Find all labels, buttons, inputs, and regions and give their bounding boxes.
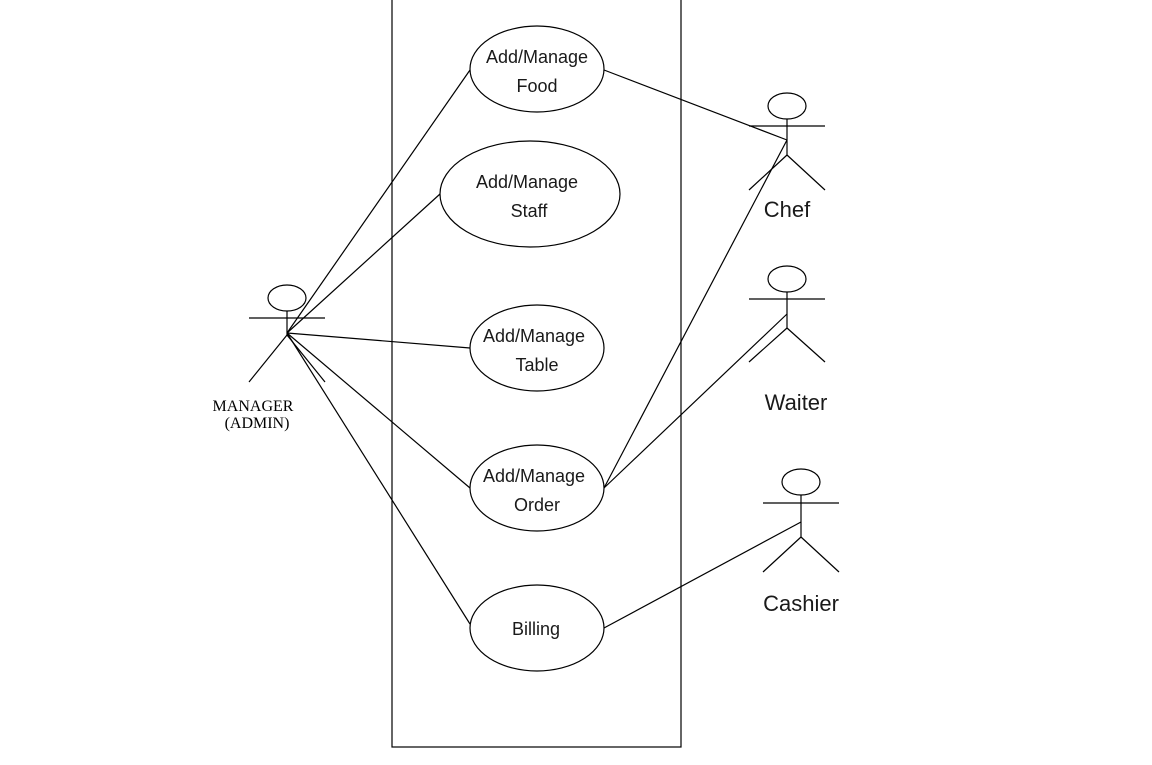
- actor-manager-label-line1: MANAGER: [213, 398, 294, 415]
- use-case-staff-ellipse: [439, 140, 621, 248]
- actor-manager-left-leg: [248, 334, 288, 383]
- use-case-food-line1: Add/Manage: [486, 47, 588, 67]
- actor-cashier-left-leg: [762, 536, 802, 573]
- actor-cashier-right-leg: [800, 536, 840, 573]
- actor-chef-head: [767, 92, 807, 120]
- actor-chef[interactable]: Chef: [748, 92, 826, 222]
- system-boundary: [391, 0, 682, 748]
- actor-waiter-head: [767, 265, 807, 293]
- use-case-table-line2: Table: [515, 355, 558, 375]
- association-chef-food: [603, 69, 788, 141]
- use-case-table[interactable]: Add/Manage Table: [469, 304, 605, 392]
- association-manager-staff: [286, 193, 441, 334]
- use-case-staff-line2: Staff: [511, 201, 549, 221]
- use-case-order[interactable]: Add/Manage Order: [469, 444, 605, 532]
- use-case-staff[interactable]: Add/Manage Staff: [439, 140, 621, 248]
- actor-chef-left-leg: [748, 154, 788, 191]
- actor-waiter-right-leg: [786, 327, 826, 363]
- use-case-food[interactable]: Add/Manage Food: [469, 25, 605, 113]
- use-case-billing[interactable]: Billing: [469, 584, 605, 672]
- association-manager-order: [286, 332, 471, 489]
- use-case-billing-label: Billing: [512, 619, 560, 639]
- actor-chef-right-leg: [786, 154, 826, 191]
- actor-waiter-label: Waiter: [765, 390, 828, 415]
- use-case-staff-line1: Add/Manage: [476, 172, 578, 192]
- use-case-order-ellipse: [469, 444, 605, 532]
- actor-manager[interactable]: MANAGER (ADMIN): [213, 284, 326, 432]
- association-cashier-billing: [603, 521, 802, 629]
- use-case-food-ellipse: [469, 25, 605, 113]
- actor-manager-label-line2: (ADMIN): [225, 415, 290, 432]
- actor-chef-label: Chef: [764, 197, 811, 222]
- actor-manager-head: [267, 284, 307, 312]
- actor-manager-right-leg: [286, 334, 326, 383]
- use-case-order-line2: Order: [514, 495, 560, 515]
- use-case-billing-ellipse: [469, 584, 605, 672]
- association-lines: [286, 69, 802, 629]
- use-case-table-line1: Add/Manage: [483, 326, 585, 346]
- actor-waiter-left-leg: [748, 327, 788, 363]
- association-manager-food: [286, 69, 471, 334]
- use-case-order-line1: Add/Manage: [483, 466, 585, 486]
- association-waiter-order: [603, 313, 788, 489]
- association-manager-table: [286, 332, 471, 349]
- association-manager-billing: [286, 332, 471, 625]
- association-chef-order: [603, 139, 788, 489]
- actor-waiter[interactable]: Waiter: [748, 265, 828, 415]
- actor-cashier[interactable]: Cashier: [762, 468, 840, 616]
- use-case-table-ellipse: [469, 304, 605, 392]
- use-case-food-line2: Food: [516, 76, 557, 96]
- actor-cashier-head: [781, 468, 821, 496]
- actor-cashier-label: Cashier: [763, 591, 839, 616]
